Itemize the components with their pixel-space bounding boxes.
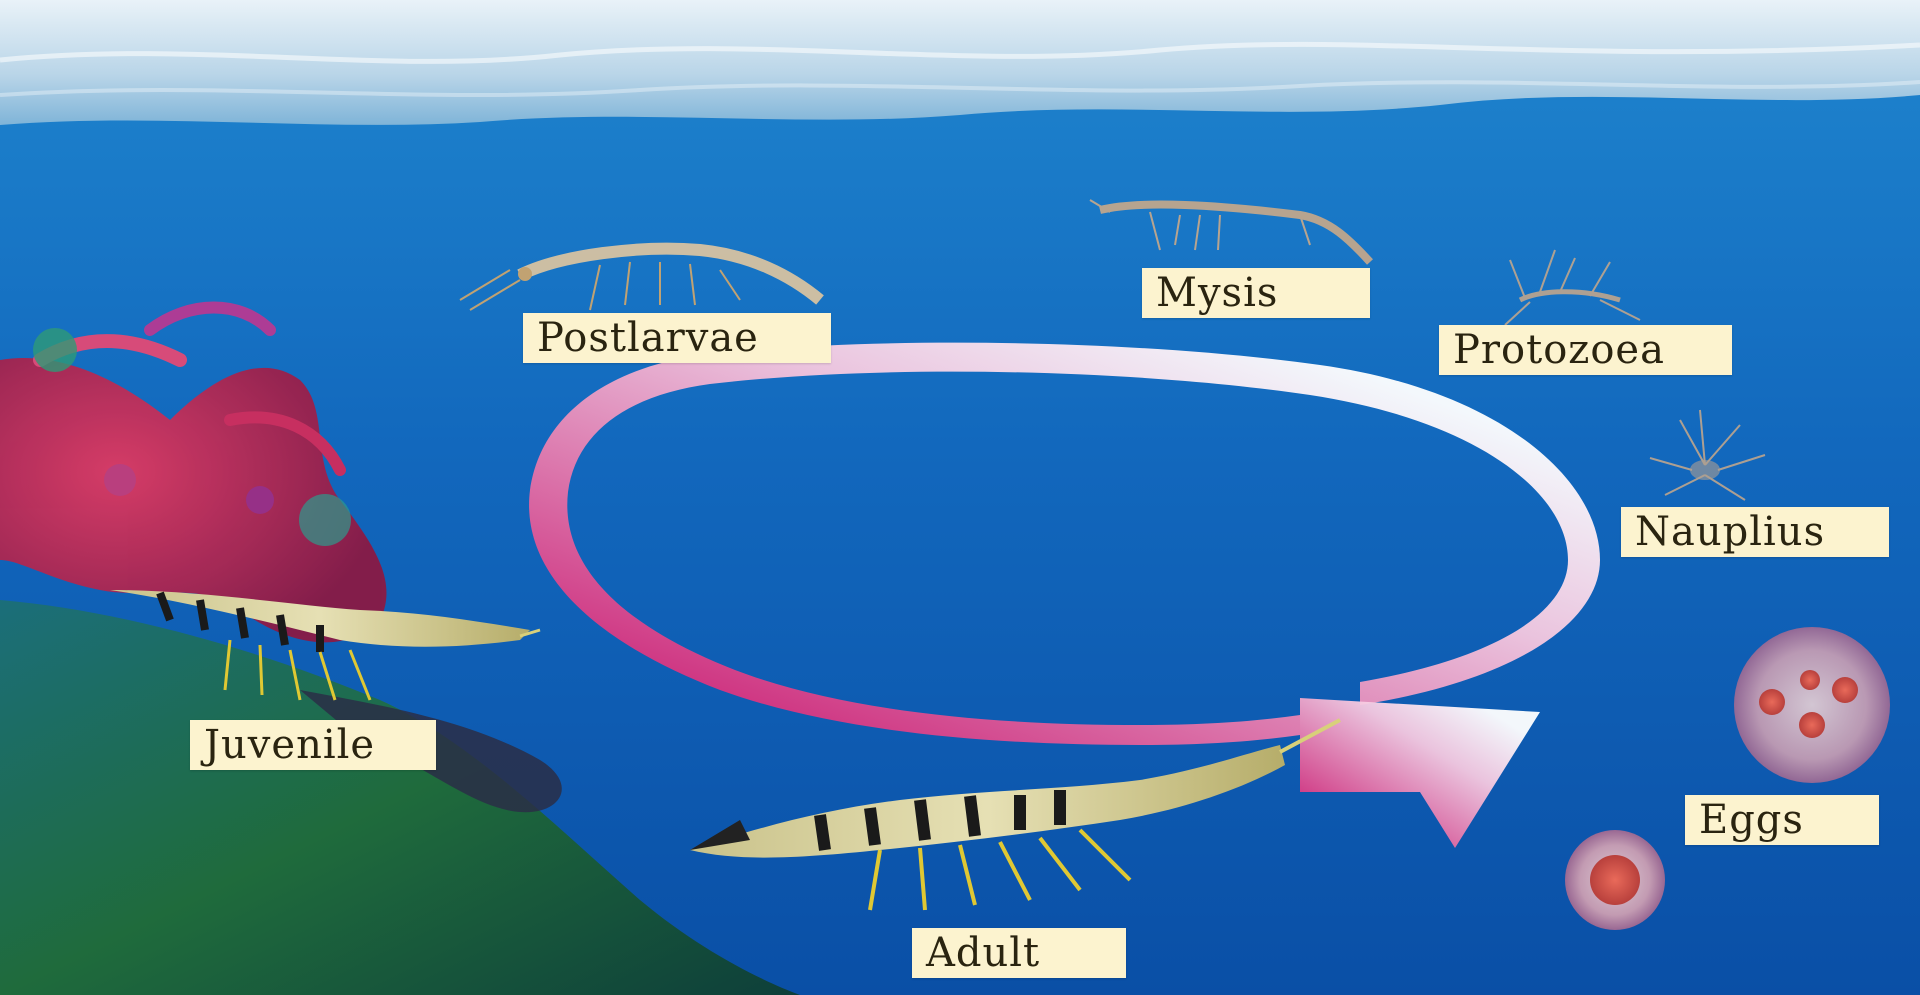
label-juvenile: Juvenile [190, 720, 436, 770]
label-eggs: Eggs [1685, 795, 1879, 845]
label-nauplius: Nauplius [1621, 507, 1889, 557]
label-mysis: Mysis [1142, 268, 1370, 318]
label-postlarvae: Postlarvae [523, 313, 831, 363]
label-protozoea: Protozoea [1439, 325, 1732, 375]
label-adult: Adult [912, 928, 1126, 978]
